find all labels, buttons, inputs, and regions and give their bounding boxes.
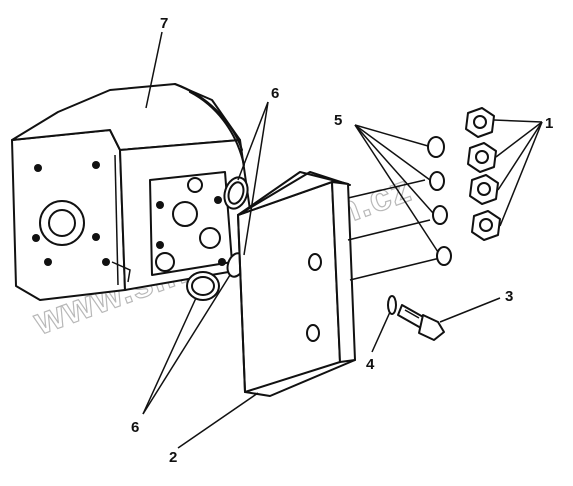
callout-6-top: 6 xyxy=(271,85,279,102)
washer-4 xyxy=(387,295,397,315)
hex-nut xyxy=(469,174,499,205)
hex-nut xyxy=(467,142,497,173)
callout-5: 5 xyxy=(334,112,342,129)
callout-3: 3 xyxy=(505,288,513,305)
callout-1: 1 xyxy=(545,115,553,132)
callout-2: 2 xyxy=(169,449,177,466)
bolt-3 xyxy=(397,304,445,341)
pump-body-7 xyxy=(11,83,251,301)
callout-7: 7 xyxy=(160,15,168,32)
callout-4: 4 xyxy=(366,356,375,373)
hex-nuts-1 xyxy=(465,107,501,241)
callout-6-bottom: 6 xyxy=(131,419,139,436)
hex-nut xyxy=(471,210,501,241)
hex-nut xyxy=(465,107,495,138)
adapter-plate-2 xyxy=(237,171,441,397)
leader-lines xyxy=(142,31,543,449)
seal-rings-5 xyxy=(427,136,452,266)
